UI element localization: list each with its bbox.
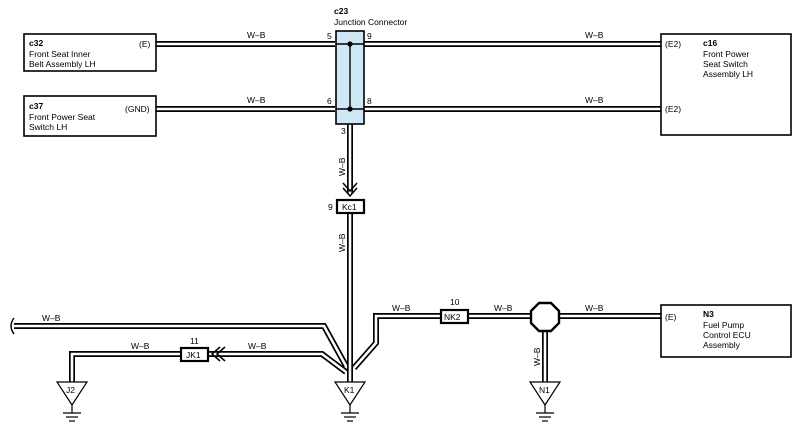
splice-dot bbox=[347, 41, 353, 47]
component-name: Seat Switch bbox=[703, 59, 748, 69]
component-name: Front Power bbox=[703, 49, 749, 59]
splice-point[interactable] bbox=[529, 301, 561, 333]
wire-label: W–B bbox=[585, 303, 604, 313]
component-name: Assembly bbox=[703, 340, 741, 350]
pin-label: 9 bbox=[367, 31, 372, 41]
component-code: c16 bbox=[703, 38, 717, 48]
wire-continuation-mark bbox=[10, 317, 15, 335]
wire-label: W–B bbox=[247, 30, 266, 40]
component-name: Switch LH bbox=[29, 122, 67, 132]
wire-label: W–B bbox=[131, 341, 150, 351]
pin-label: 3 bbox=[341, 126, 346, 136]
arrow-down-kc1-1 bbox=[342, 182, 358, 193]
wire-labels: W–B W–B W–B W–B W–B W–B W–B W–B W–B W–B … bbox=[42, 30, 604, 366]
pin-label: 6 bbox=[327, 96, 332, 106]
wire-label: W–B bbox=[494, 303, 513, 313]
wire-label: W–B bbox=[392, 303, 411, 313]
component-c16[interactable]: (E2) (E2) c16 Front Power Seat Switch As… bbox=[660, 33, 792, 136]
component-code: N3 bbox=[703, 309, 714, 319]
connector-nk2[interactable]: NK2 10 bbox=[439, 297, 470, 325]
arrow-left-jk1-2 bbox=[215, 346, 226, 362]
ground-k1[interactable]: K1 bbox=[333, 381, 367, 422]
wire-label: W–B bbox=[532, 347, 542, 366]
terminal-label: (E2) bbox=[665, 39, 681, 49]
ground-j2[interactable]: J2 bbox=[55, 381, 89, 422]
pin-label: 8 bbox=[367, 96, 372, 106]
connector-label: NK2 bbox=[444, 312, 461, 322]
ground-label: K1 bbox=[344, 385, 355, 395]
terminal-label: (GND) bbox=[125, 104, 150, 114]
wire-label: W–B bbox=[42, 313, 61, 323]
connector-kc1[interactable]: Kc1 9 bbox=[328, 198, 366, 215]
wire-label: W–B bbox=[247, 95, 266, 105]
junction-name: Junction Connector bbox=[334, 17, 407, 27]
wires bbox=[10, 41, 661, 382]
terminal-label: (E) bbox=[139, 39, 151, 49]
connector-label: Kc1 bbox=[342, 202, 357, 212]
component-name: Front Power Seat bbox=[29, 112, 96, 122]
wire-label: W–B bbox=[585, 30, 604, 40]
ground-label: N1 bbox=[539, 385, 550, 395]
wire-label: W–B bbox=[337, 157, 347, 176]
connector-label: JK1 bbox=[186, 350, 201, 360]
wire-k1-nk2 bbox=[351, 313, 441, 370]
junction-connector-c23[interactable]: c23 Junction Connector 5 9 6 8 3 bbox=[327, 6, 407, 136]
connector-jk1[interactable]: JK1 11 bbox=[179, 336, 210, 363]
junction-code: c23 bbox=[334, 6, 348, 16]
arrow-down-kc1-2 bbox=[342, 187, 358, 198]
connector-pin: 9 bbox=[328, 202, 333, 212]
component-name: Belt Assembly LH bbox=[29, 59, 96, 69]
component-name: Control ECU bbox=[703, 330, 751, 340]
component-name: Assembly LH bbox=[703, 69, 753, 79]
component-code: c37 bbox=[29, 101, 43, 111]
connector-pin: 10 bbox=[450, 297, 460, 307]
ground-label: J2 bbox=[66, 385, 75, 395]
component-code: c32 bbox=[29, 38, 43, 48]
wire-label: W–B bbox=[337, 233, 347, 252]
terminal-label: (E) bbox=[665, 312, 677, 322]
component-c32[interactable]: c32 Front Seat Inner Belt Assembly LH (E… bbox=[23, 33, 157, 72]
component-n3[interactable]: (E) N3 Fuel Pump Control ECU Assembly bbox=[660, 304, 792, 358]
pin-label: 5 bbox=[327, 31, 332, 41]
component-name: Front Seat Inner bbox=[29, 49, 91, 59]
component-c37[interactable]: c37 Front Power Seat Switch LH (GND) bbox=[23, 95, 157, 137]
wire-label: W–B bbox=[585, 95, 604, 105]
component-name: Fuel Pump bbox=[703, 320, 744, 330]
splice-dot bbox=[347, 106, 353, 112]
connector-pin: 11 bbox=[190, 336, 199, 346]
arrow-left-jk1-1 bbox=[210, 346, 221, 362]
wire-j2-jk1 bbox=[69, 351, 181, 382]
terminal-label: (E2) bbox=[665, 104, 681, 114]
ground-n1[interactable]: N1 bbox=[528, 381, 562, 422]
arrows bbox=[210, 182, 358, 362]
wire-label: W–B bbox=[248, 341, 267, 351]
